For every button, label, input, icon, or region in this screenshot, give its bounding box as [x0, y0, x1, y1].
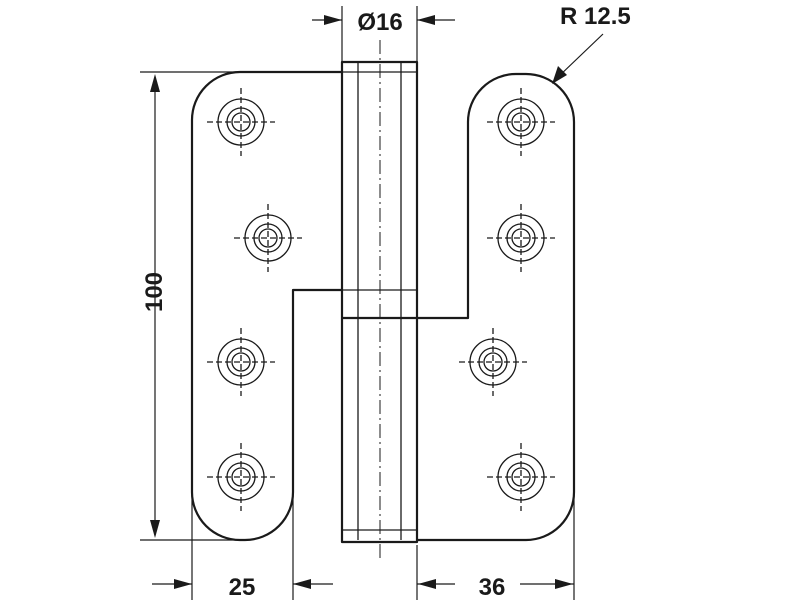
left-width-dimension [152, 495, 333, 600]
left-width-label: 25 [229, 574, 256, 600]
pin-diameter-label: Ø16 [357, 9, 402, 36]
right-leaf-outline [417, 72, 576, 542]
hinge-knuckle [340, 60, 419, 544]
screw-hole [486, 87, 556, 157]
screw-hole [206, 87, 276, 157]
screw-hole [233, 203, 303, 273]
height-dimension [140, 71, 240, 541]
height-label: 100 [141, 272, 168, 312]
screw-hole [458, 327, 528, 397]
screw-hole [486, 203, 556, 273]
right-leaf-screw-holes [458, 87, 556, 512]
right-width-dimension [416, 495, 575, 600]
pin-diameter-dimension [312, 6, 455, 62]
radius-label: R 12.5 [560, 3, 631, 30]
radius-leader [552, 33, 604, 84]
screw-hole [206, 327, 276, 397]
right-width-label: 36 [479, 574, 506, 600]
left-leaf-screw-holes [206, 87, 303, 512]
left-leaf-outline [190, 70, 342, 542]
screw-hole [206, 442, 276, 512]
screw-hole [486, 442, 556, 512]
